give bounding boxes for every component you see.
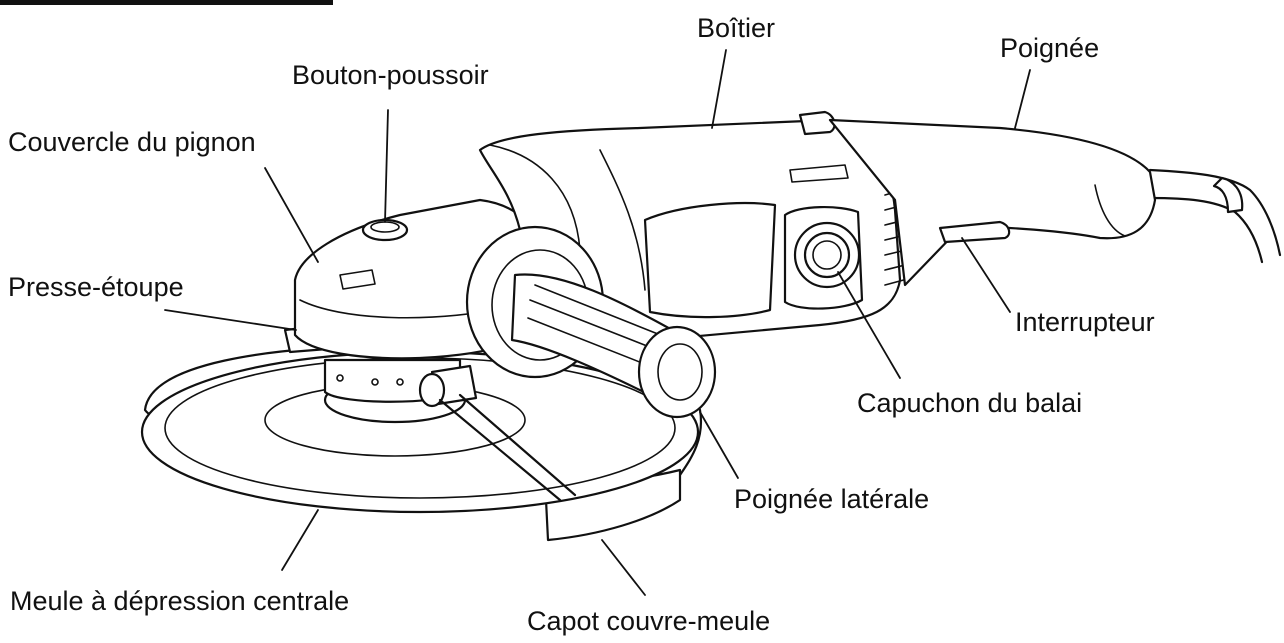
guard-clamp (418, 364, 577, 502)
leader-poignee (1014, 69, 1031, 129)
leader-capuchon (837, 271, 901, 379)
label-poignee: Poignée (1000, 33, 1100, 63)
leader-lines (164, 49, 1031, 596)
header-rule (0, 0, 333, 5)
label-presse-etoupe: Presse-étoupe (8, 272, 184, 302)
label-poignee-laterale: Poignée latérale (734, 484, 930, 514)
label-interrupteur: Interrupteur (1015, 307, 1155, 337)
label-couvercle-pignon: Couvercle du pignon (8, 127, 256, 157)
leader-couvercle (264, 167, 319, 263)
leader-lateral (699, 411, 739, 479)
side-handle (465, 225, 717, 419)
leader-bouton (384, 109, 389, 223)
label-boitier: Boîtier (697, 13, 776, 43)
label-bouton-poussoir: Bouton-poussoir (292, 60, 489, 90)
label-capot: Capot couvre-meule (527, 606, 771, 636)
leader-capot (601, 539, 646, 596)
leader-boitier (711, 49, 727, 129)
label-meule: Meule à dépression centrale (10, 586, 350, 616)
leader-presse (164, 309, 297, 331)
label-capuchon-balai: Capuchon du balai (857, 388, 1083, 418)
rear-handle (828, 118, 1157, 287)
leader-interrupteur (961, 237, 1011, 313)
brush-cap (793, 221, 861, 289)
power-cord (1148, 168, 1282, 264)
leader-meule (281, 509, 319, 571)
